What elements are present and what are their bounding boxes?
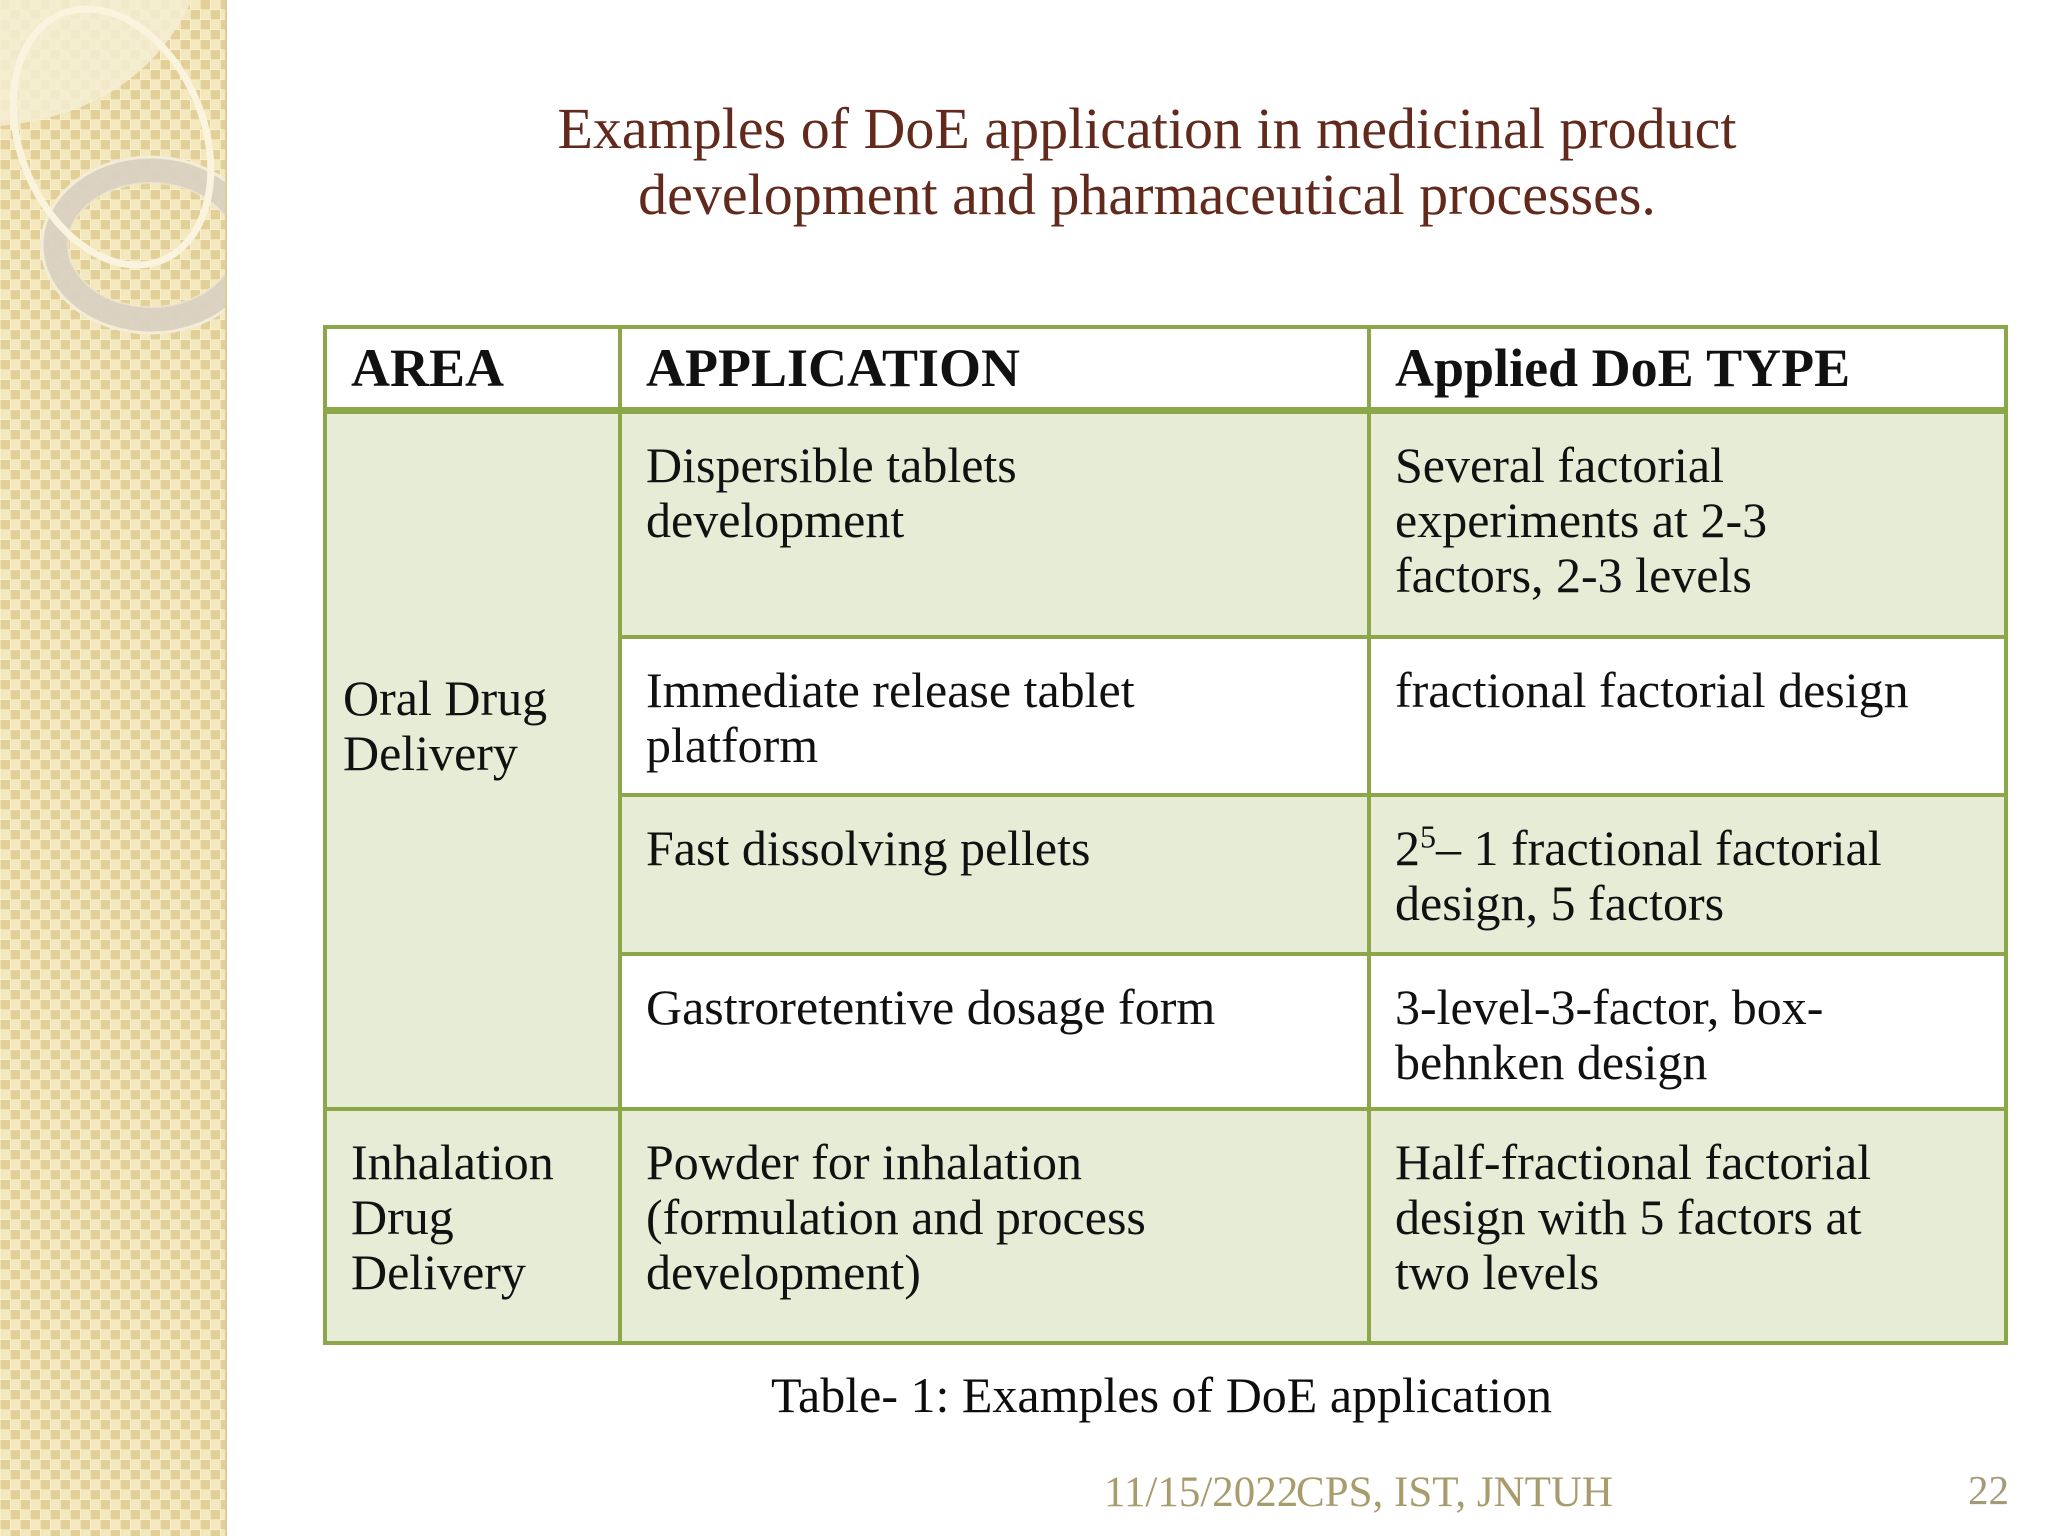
column-header-area: AREA [327, 329, 622, 414]
area-line: Oral Drug [343, 669, 548, 726]
exponent-rest: – 1 fractional factorial [1436, 820, 1882, 876]
cell-line: experiments at 2-3 [1395, 492, 1768, 548]
cell-line: Several factorial [1395, 437, 1724, 493]
application-cell-gastroretentive: Gastroretentive dosage form [622, 956, 1371, 1111]
exponent-sup: 5 [1420, 818, 1436, 855]
doe-cell-2-5-1-fractional: 25– 1 fractional factorial design, 5 fac… [1371, 797, 2004, 956]
column-header-doe-type: Applied DoE TYPE [1371, 329, 2004, 414]
cell-line: factors, 2-3 levels [1395, 547, 1752, 603]
area-line: Delivery [343, 724, 518, 781]
application-cell-fast-dissolving-pellets: Fast dissolving pellets [622, 797, 1371, 956]
title-line-1: Examples of DoE application in medicinal… [557, 96, 1737, 161]
cell-line: 3-level-3-factor, box- [1395, 979, 1824, 1035]
column-header-area-label: AREA [351, 337, 505, 398]
doe-cell-several-factorial: Several factorial experiments at 2-3 fac… [1371, 414, 2004, 639]
cell-line: Powder for inhalation [646, 1134, 1083, 1190]
area-line: Drug [351, 1189, 454, 1245]
thin-ellipse-outline [9, 5, 215, 269]
cell-line: Immediate release tablet [646, 662, 1135, 718]
cell-line: two levels [1395, 1244, 1600, 1300]
cell-line: fractional factorial design [1395, 662, 1909, 718]
ring-outer-highlight [40, 155, 225, 335]
application-cell-dispersible-tablets: Dispersible tablets development [622, 414, 1371, 639]
cell-line: platform [646, 717, 819, 773]
cell-line: Gastroretentive dosage form [646, 979, 1216, 1035]
doe-cell-box-behnken: 3-level-3-factor, box- behnken design [1371, 956, 2004, 1111]
ring-shape [42, 157, 225, 333]
cell-line-with-exponent: 25– 1 fractional factorial [1395, 818, 1986, 876]
footer-organization: CPS, IST, JNTUH [1296, 1469, 1613, 1516]
cell-line: design, 5 factors [1395, 875, 1725, 931]
title-line-2: development and pharmaceutical processes… [638, 162, 1656, 227]
area-cell-oral-drug-delivery: Oral Drug Delivery [327, 414, 622, 1111]
ring-inner-highlight [67, 182, 225, 308]
decorative-circles-graphic [0, 0, 225, 335]
cell-line: behnken design [1395, 1034, 1708, 1090]
doe-cell-fractional-factorial: fractional factorial design [1371, 639, 2004, 797]
sidebar-decoration [0, 0, 227, 1536]
cell-line: Fast dissolving pellets [646, 820, 1091, 876]
page-title: Examples of DoE application in medicinal… [250, 96, 2044, 228]
cell-line: development) [646, 1244, 921, 1300]
application-cell-immediate-release: Immediate release tablet platform [622, 639, 1371, 797]
doe-examples-table: AREA APPLICATION Applied DoE TYPE Oral D… [323, 325, 2008, 1345]
area-cell-inhalation-drug-delivery: Inhalation Drug Delivery [327, 1111, 622, 1341]
page-number: 22 [1968, 1467, 2009, 1513]
light-wedge-shape [0, 0, 192, 126]
cell-line: Dispersible tablets [646, 437, 1017, 493]
application-cell-powder-for-inhalation: Powder for inhalation (formulation and p… [622, 1111, 1371, 1341]
doe-cell-half-fractional: Half-fractional factorial design with 5 … [1371, 1111, 2004, 1341]
area-line: Inhalation [351, 1134, 554, 1190]
cell-line: design with 5 factors at [1395, 1189, 1862, 1245]
table-caption: Table- 1: Examples of DoE application [771, 1367, 1552, 1423]
column-header-application-label: APPLICATION [646, 337, 1021, 398]
cell-line: Half-fractional factorial [1395, 1134, 1872, 1190]
exponent-base: 2 [1395, 820, 1420, 876]
area-line: Delivery [351, 1244, 526, 1300]
cell-line: (formulation and process [646, 1189, 1146, 1245]
cell-line: development [646, 492, 905, 548]
column-header-application: APPLICATION [622, 329, 1371, 414]
column-header-doe-type-label: Applied DoE TYPE [1395, 337, 1851, 398]
footer-date: 11/15/2022 [1104, 1469, 1299, 1516]
